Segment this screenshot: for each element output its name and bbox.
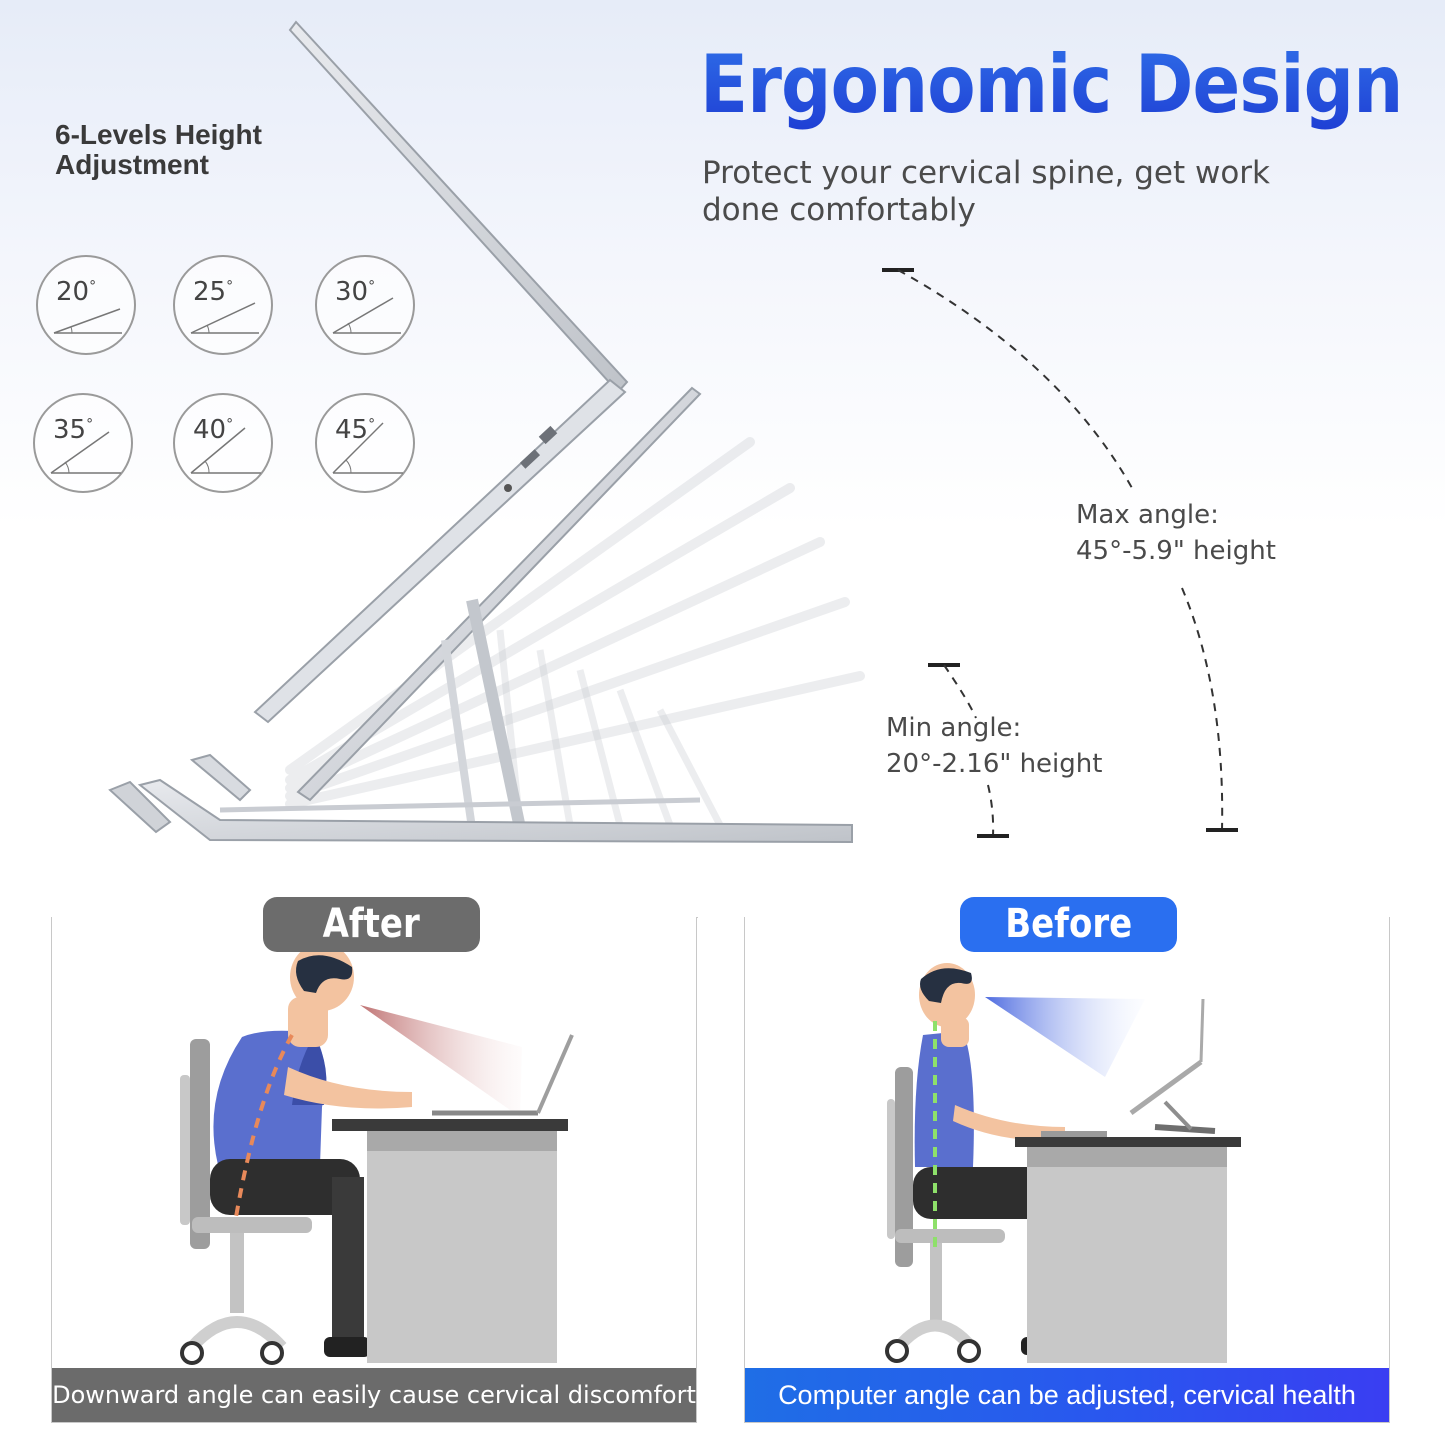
degree-mark: °	[86, 416, 94, 433]
page-subtitle: Protect your cervical spine, get work do…	[702, 155, 1302, 229]
laptop-stand-illustration	[108, 20, 865, 844]
after-tag-label: After	[322, 901, 421, 947]
after-panel: Downward angle can easily cause cervical…	[51, 917, 697, 1423]
degree-mark: °	[226, 416, 234, 433]
max-angle-label: Max angle: 45°-5.9" height	[1076, 497, 1276, 569]
after-tag: After	[263, 897, 480, 952]
angle-icon	[332, 422, 403, 474]
good-posture-illustration	[885, 963, 1241, 1363]
angle-badge-20: 20°	[36, 255, 136, 355]
after-caption: Downward angle can easily cause cervical…	[52, 1368, 696, 1422]
before-tag: Before	[960, 897, 1177, 952]
angle-value-35: 35	[53, 415, 87, 445]
levels-title-line-2: Adjustment	[55, 149, 209, 180]
min-angle-value: 20°-2.16" height	[886, 749, 1103, 779]
angle-badge-45: 45°	[315, 393, 415, 493]
levels-title: 6-Levels Height Adjustment	[55, 120, 355, 180]
degree-mark: °	[89, 278, 97, 295]
max-angle-title: Max angle:	[1076, 500, 1219, 530]
angle-icon	[190, 427, 261, 474]
degree-mark: °	[368, 278, 376, 295]
angle-badge-30: 30°	[315, 255, 415, 355]
bad-posture-illustration	[180, 943, 574, 1365]
max-angle-value: 45°-5.9" height	[1076, 536, 1276, 566]
degree-mark: °	[226, 278, 234, 295]
before-tag-label: Before	[1005, 901, 1132, 947]
angle-value-25: 25	[193, 277, 227, 307]
angle-icon	[50, 431, 121, 474]
angle-icon	[53, 308, 122, 334]
angle-icon	[190, 302, 259, 334]
min-angle-label: Min angle: 20°-2.16" height	[886, 710, 1102, 782]
levels-title-line-1: 6-Levels Height	[55, 119, 262, 150]
angle-value-45: 45	[335, 415, 369, 445]
min-angle-title: Min angle:	[886, 713, 1022, 743]
page-title: Ergonomic Design	[700, 38, 1403, 131]
degree-mark: °	[368, 416, 376, 433]
angle-badge-25: 25°	[173, 255, 273, 355]
angle-value-40: 40	[193, 415, 227, 445]
angle-range-guides	[882, 268, 1238, 838]
angle-badge-40: 40°	[173, 393, 273, 493]
angle-badge-35: 35°	[33, 393, 133, 493]
angle-icon	[332, 297, 401, 334]
angle-value-30: 30	[335, 277, 369, 307]
before-caption: Computer angle can be adjusted, cervical…	[745, 1368, 1389, 1422]
before-panel: Computer angle can be adjusted, cervical…	[744, 917, 1390, 1423]
angle-value-20: 20	[56, 277, 90, 307]
subtitle-line-1: Protect your cervical spine, get work	[702, 155, 1270, 191]
subtitle-line-2: done comfortably	[702, 192, 976, 228]
